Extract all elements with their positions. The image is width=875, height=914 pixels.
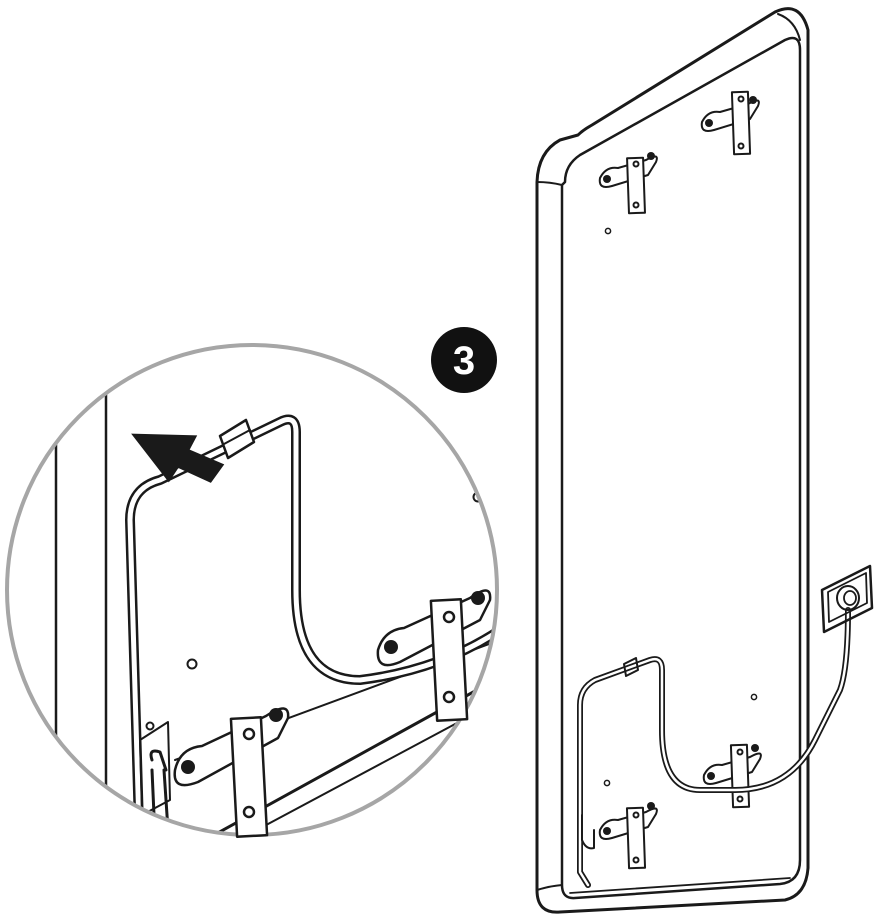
cable-clip-icon (623, 657, 639, 677)
wall-socket-icon (820, 564, 874, 634)
cable-clip-icon (218, 418, 256, 460)
wall-bracket-icon (598, 90, 762, 870)
direction-arrow-icon (131, 433, 225, 483)
magnified-detail (5, 343, 499, 838)
step-badge: 3 (431, 327, 497, 393)
power-cable-icon (577, 607, 851, 888)
radiator-panel-icon (535, 7, 810, 914)
step-number: 3 (453, 339, 475, 383)
wall-bracket-icon (173, 589, 492, 838)
